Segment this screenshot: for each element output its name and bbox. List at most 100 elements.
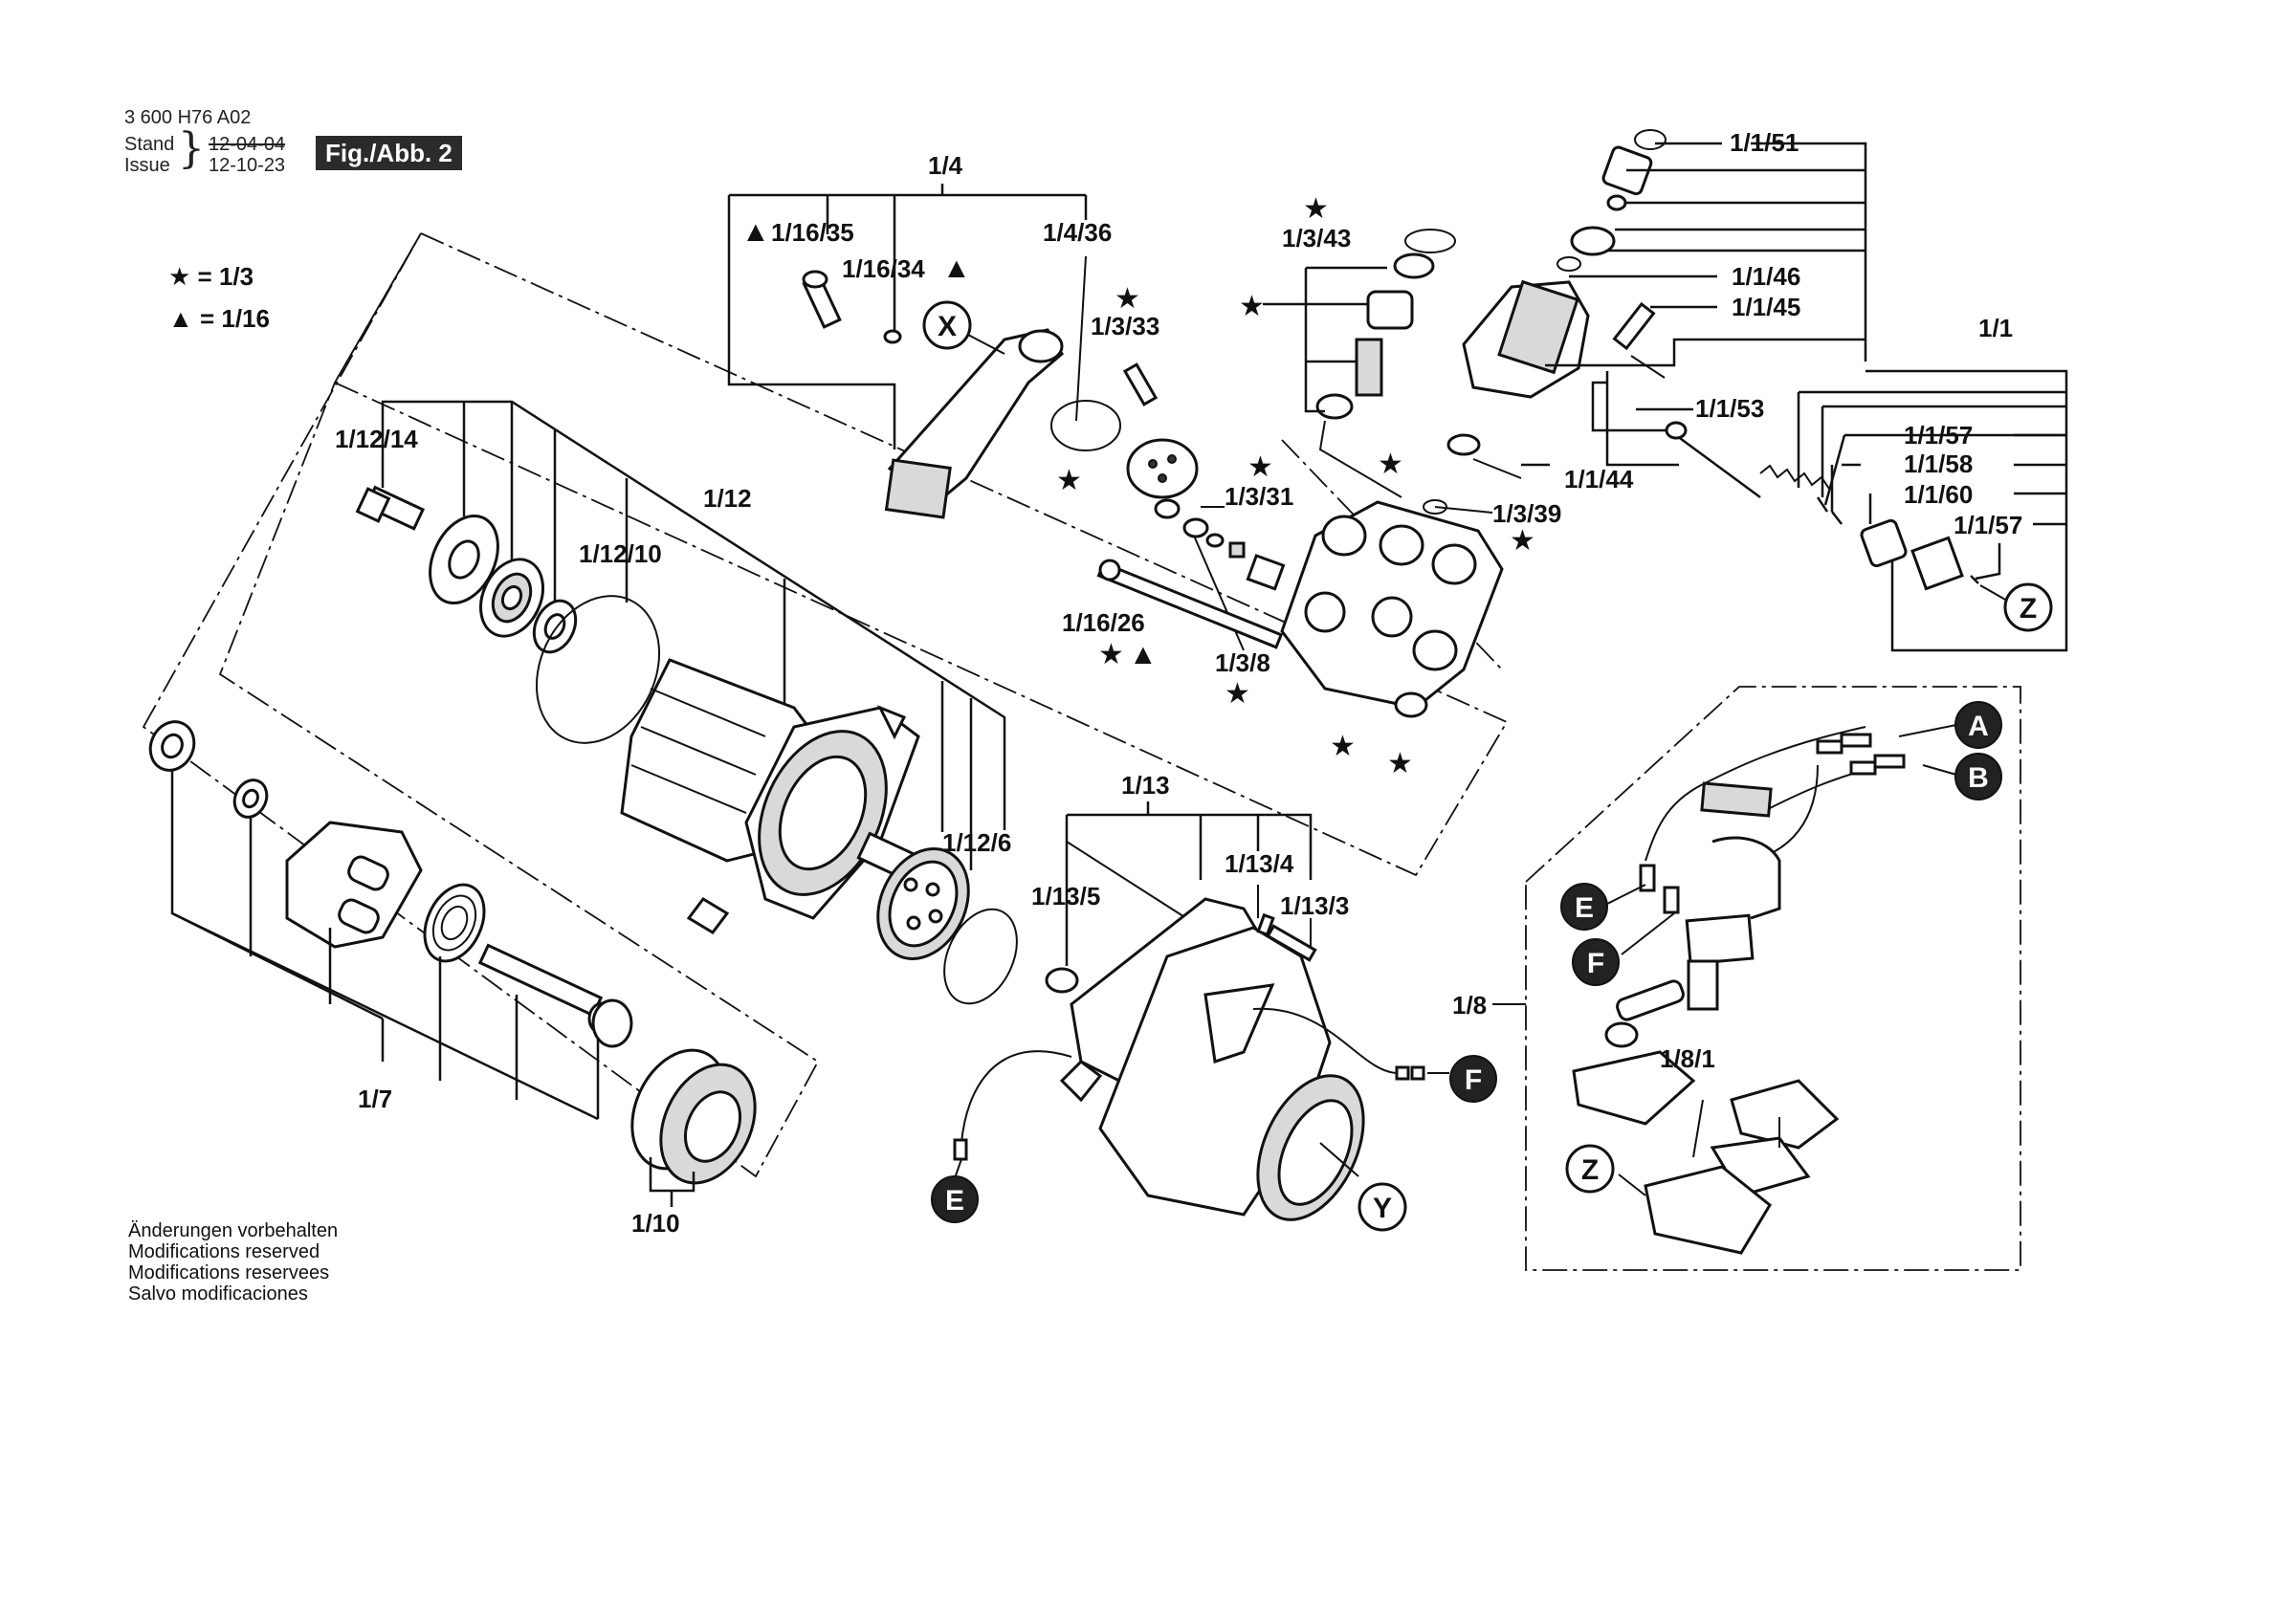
part-oring-1-4-36 (1050, 400, 1121, 451)
leader (1823, 434, 1846, 506)
callout-1-1-45: 1/1/45 (1732, 293, 1800, 321)
leader (1606, 884, 1646, 905)
marker-f-bottom: F (1449, 1055, 1497, 1103)
part-wobble-plate-1-7 (285, 821, 423, 949)
part-seal-stack (1570, 226, 1616, 256)
callout-1-13-4: 1/13/4 (1225, 849, 1294, 878)
footer-line-fr: Modifications reservees (128, 1262, 330, 1283)
svg-text:Y: Y (1373, 1193, 1392, 1224)
outline-1-12-group (333, 231, 1509, 877)
part-pin-1-1-53 (1630, 355, 1666, 379)
figure-badge: Fig./Abb. 2 (316, 136, 462, 170)
callout-1-13: 1/13 (1121, 771, 1170, 800)
outline-1-8-group (1525, 686, 2021, 1271)
part-pressure-switch (1572, 836, 1781, 1126)
part-pump-head (1280, 500, 1504, 710)
leader (1975, 543, 2001, 581)
part-pin-1-1-57 (1816, 496, 1829, 513)
triangle-icon: ▲ (168, 304, 193, 333)
part-gear-1-12 (856, 831, 970, 960)
part-pin-1-8-1 (1692, 1099, 1704, 1158)
callout-1-10: 1/10 (631, 1209, 680, 1238)
marker-z-top: Z (1979, 582, 2053, 632)
leader (1621, 912, 1675, 955)
part-capacitor (1700, 781, 1773, 818)
part-valve-body (1462, 279, 1590, 399)
marker-z-bottom: Z (1565, 1144, 1615, 1194)
star-icon: ★ (1115, 283, 1140, 315)
legend-triangle-text: = 1/16 (199, 304, 270, 333)
part-bearing-1-13-5 (1045, 967, 1079, 994)
part-cable-a (1702, 726, 1872, 785)
callout-1-1-57b: 1/1/57 (1954, 511, 2022, 539)
marker-b: B (1954, 753, 2002, 801)
leader (1434, 506, 1493, 514)
callout-1-1-60: 1/1/60 (1904, 480, 1973, 509)
callout-1-1: 1/1 (1978, 314, 2013, 342)
part-long-screw-1-16-26 (1096, 559, 1284, 649)
part-washer-1-16-34 (883, 329, 902, 344)
callout-1-12-14: 1/12/14 (335, 425, 418, 453)
svg-text:Z: Z (1581, 1154, 1599, 1186)
legend-star-text: = 1/3 (197, 262, 254, 291)
part-cam-bearing-1-10 (630, 1048, 757, 1185)
leader (1545, 338, 1866, 367)
callout-1-12-6: 1/12/6 (942, 828, 1011, 857)
stand-date: 12-04-04 (209, 134, 286, 155)
leader-frame-1-1 (1751, 142, 1867, 362)
connector-f-lower-2 (1410, 1065, 1425, 1081)
callout-1-4-36: 1/4/36 (1043, 218, 1112, 247)
callout-1-3-39: 1/3/39 (1492, 499, 1561, 528)
marker-e-right: E (1560, 883, 1608, 931)
doc-number: 3 600 H76 A02 (124, 107, 252, 128)
callout-1-7: 1/7 (358, 1085, 392, 1113)
callout-1-1-53: 1/1/53 (1695, 394, 1764, 423)
wire-e (960, 1050, 1072, 1144)
star-icon: ★ (1387, 748, 1413, 779)
leader (171, 911, 599, 1121)
part-spring-1-13-4 (1256, 912, 1275, 937)
footer-line-es: Salvo modificaciones (128, 1283, 308, 1305)
part-ring (1182, 517, 1209, 538)
part-gearbox-housing-1-13 (1059, 897, 1365, 1221)
callout-1-1-44: 1/1/44 (1564, 465, 1634, 493)
part-check-valve-1-3-39 (1446, 433, 1481, 456)
part-spring-small (1228, 541, 1246, 559)
marker-f-right: F (1572, 938, 1620, 986)
part-needle-1-1-44 (1665, 421, 1761, 499)
part-spring-1-7 (423, 883, 486, 963)
footer-line-de: Änderungen vorbehalten (128, 1220, 339, 1241)
part-oring-1-12-10 (535, 595, 661, 744)
svg-text:B: B (1968, 762, 1989, 794)
star-icon: ★ (1303, 193, 1329, 225)
part-screw-1-12-14 (355, 485, 426, 531)
legend-triangle-row: ▲ = 1/16 (168, 304, 270, 334)
part-screw-1-1-45 (1612, 301, 1656, 351)
part-motor-housing-1-12 (620, 658, 920, 934)
svg-text:F: F (1465, 1064, 1482, 1096)
leader (954, 1158, 962, 1179)
part-seal-1-7 (148, 720, 196, 772)
star-icon: ★ (1378, 449, 1403, 480)
part-circlip-1-7 (591, 998, 633, 1048)
callout-1-3-31: 1/3/31 (1225, 482, 1293, 511)
leader (1066, 841, 1187, 919)
part-ball-bearing (479, 558, 544, 638)
part-valve-piston-1-1-60 (1860, 518, 1964, 591)
part-spring-1-1 (1759, 464, 1830, 490)
star-icon: ★ (1225, 678, 1250, 710)
callout-1-1-57a: 1/1/57 (1904, 421, 1973, 450)
part-bearing-1-7 (232, 779, 269, 819)
triangle-icon: ▲ (942, 252, 971, 284)
leader (1898, 724, 1957, 737)
callout-1-16-35: 1/16/35 (771, 218, 854, 247)
part-cable-b (1769, 754, 1906, 809)
footer-notes: Änderungen vorbehalten Modifications res… (128, 1220, 338, 1305)
part-small-ring (1606, 194, 1627, 211)
callout-1-12-10: 1/12/10 (579, 539, 662, 568)
callout-1-8: 1/8 (1452, 991, 1487, 1020)
star-icon: ★ (1239, 291, 1265, 322)
callout-1-3-8: 1/3/8 (1215, 648, 1270, 677)
